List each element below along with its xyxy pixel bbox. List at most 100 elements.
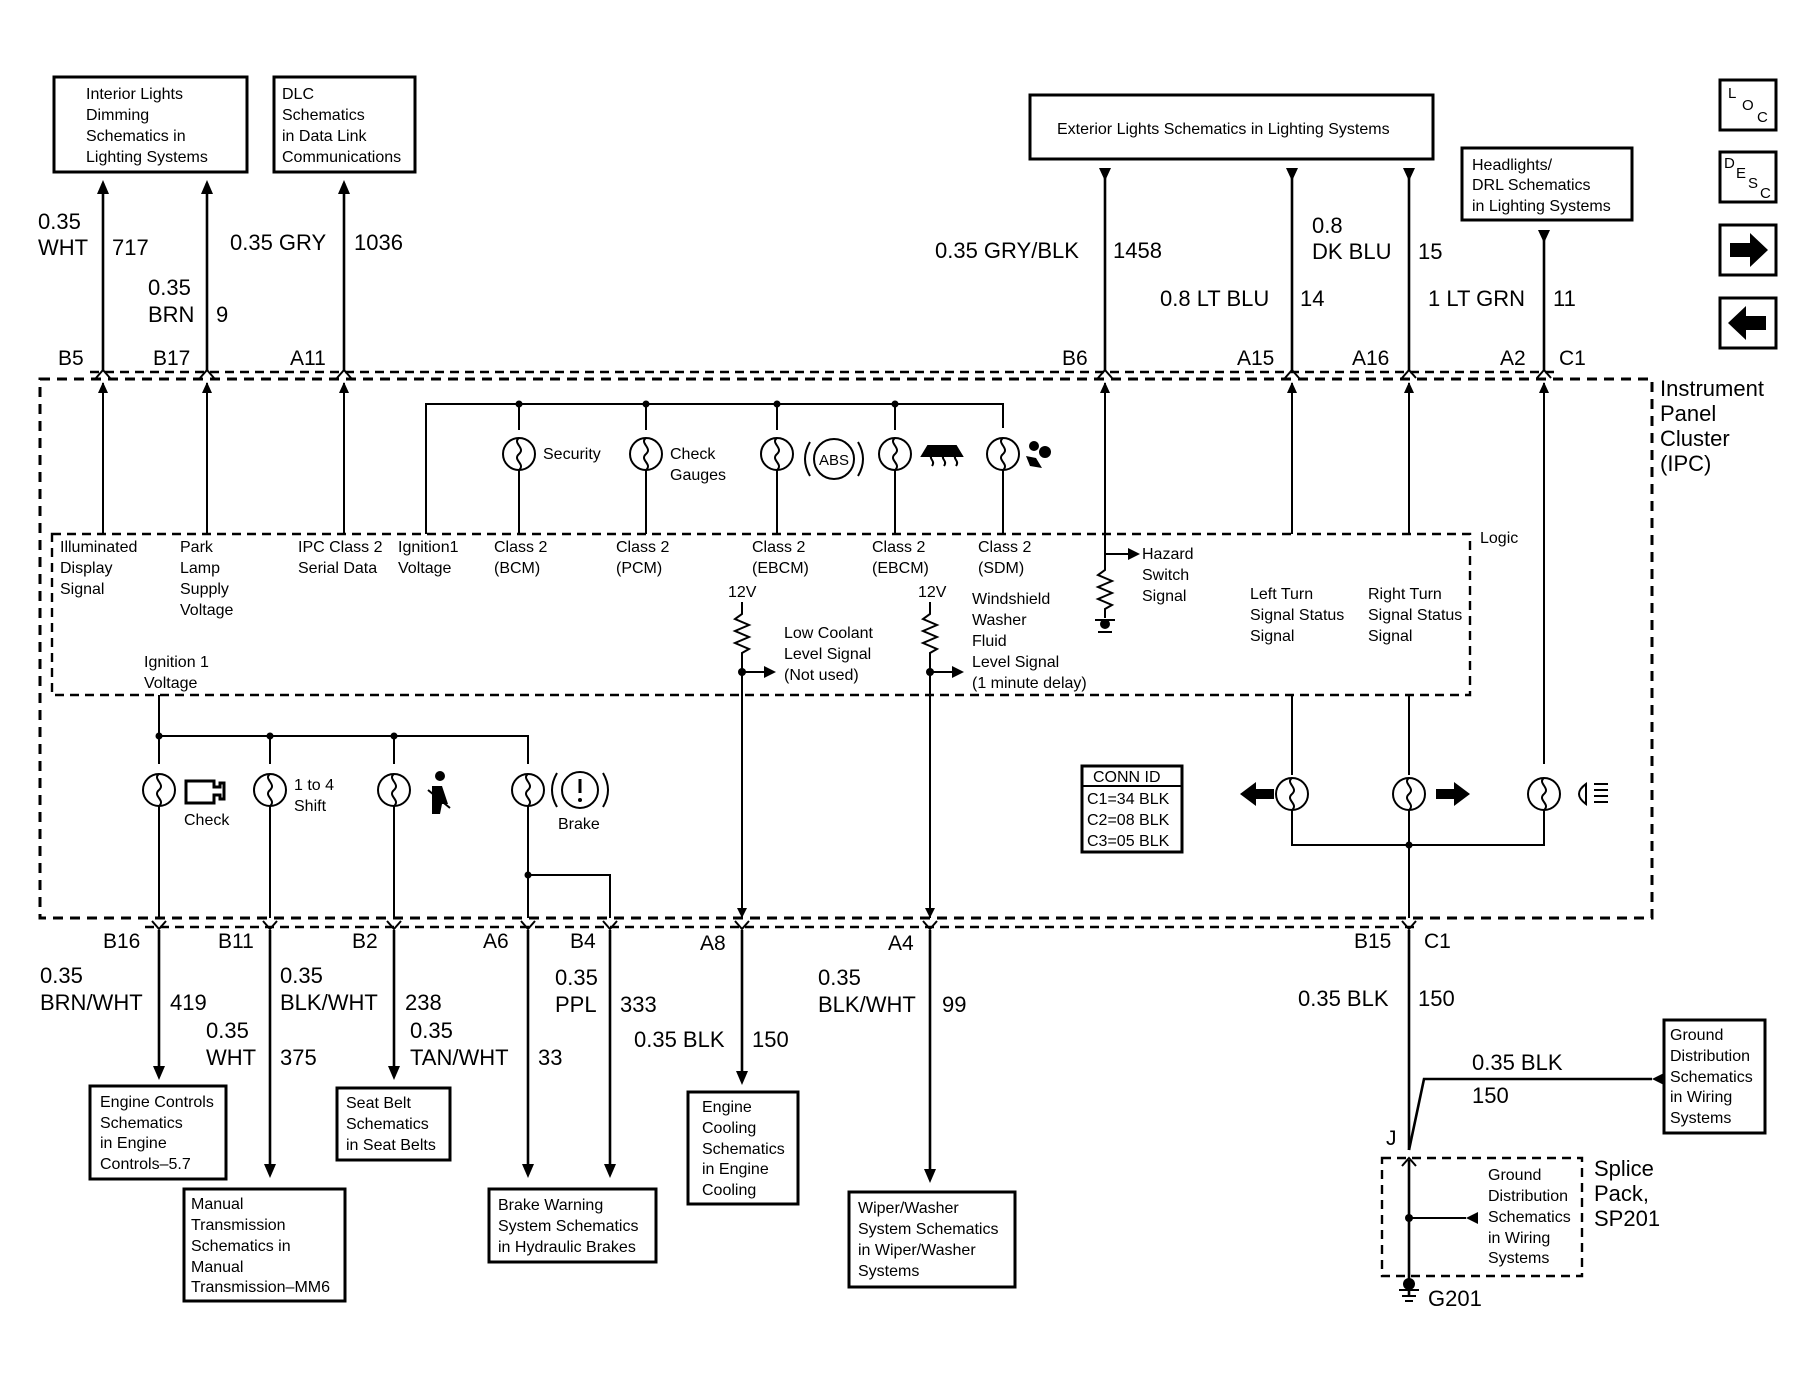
svg-text:Exterior Lights Schematics in: Exterior Lights Schematics in Lighting S… [1057,121,1390,138]
ipc-internal-top-wires [98,382,1549,764]
desc-button[interactable]: DESC [1718,150,1778,204]
svg-text:A6: A6 [483,930,509,953]
svg-text:333: 333 [620,992,657,1017]
svg-text:DESC: DESC [1724,155,1771,202]
svg-text:12V: 12V [918,584,947,601]
traction-indicator [878,437,964,534]
svg-text:12V: 12V [728,584,757,601]
logic-outline [50,532,1472,697]
security-indicator: Security [502,437,601,534]
abs-indicator: ABS [760,437,864,534]
brake-warning-icon [551,771,609,809]
svg-text:Class 2(EBCM): Class 2(EBCM) [752,539,809,577]
svg-text:C1: C1 [1424,930,1451,953]
wire-b15: B15 C1 0.35 BLK 150 [1298,930,1455,1150]
svg-text:0.8 LT BLU: 0.8 LT BLU [1160,286,1269,311]
ground-g201: G201 [1399,1278,1482,1311]
svg-text:0.35 BLK: 0.35 BLK [1298,986,1389,1011]
traction-control-icon [920,445,964,467]
svg-text:C1: C1 [1559,347,1586,370]
svg-text:B15: B15 [1354,930,1391,953]
svg-text:B4: B4 [570,930,596,953]
svg-text:A16: A16 [1352,347,1389,370]
svg-text:Class 2(BCM): Class 2(BCM) [494,539,547,577]
svg-text:B6: B6 [1062,347,1088,370]
hazard-switch-circuit [1095,548,1140,633]
wire-b6: 0.35 GRY/BLK 1458 B6 [935,168,1162,370]
wire-a11: 0.35 GRY 1036 A11 [230,180,403,370]
wire-a8: A8 0.35 BLK 150 [634,930,789,1085]
exterior-lights-box[interactable]: Exterior Lights Schematics in Lighting S… [1028,93,1435,161]
forward-arrow-button[interactable] [1718,223,1778,277]
svg-text:A2: A2 [1500,347,1526,370]
svg-text:717: 717 [112,235,149,260]
bottom-pin-chevrons [151,920,1417,931]
wire-a15: 0.8 LT BLU 14 A15 [1160,168,1324,370]
svg-text:0.35 BLK: 0.35 BLK [1472,1050,1563,1075]
ground-icon [1403,1278,1415,1290]
loc-button[interactable]: LOC [1718,78,1778,132]
svg-text:LOC: LOC [1728,85,1768,126]
svg-text:Brake: Brake [558,816,600,833]
ipc-outline [38,377,1654,920]
svg-text:A4: A4 [888,932,914,955]
svg-text:150: 150 [1472,1083,1509,1108]
airbag-icon [1026,441,1051,468]
svg-text:Class 2(EBCM): Class 2(EBCM) [872,539,929,577]
top-pin-chevrons [95,368,1552,379]
ground-wire-150: 0.35 BLK 150 [1407,1050,1664,1151]
svg-text:ABS: ABS [819,452,849,469]
svg-text:150: 150 [1418,986,1455,1011]
svg-text:11: 11 [1553,286,1576,311]
airbag-indicator [986,437,1051,534]
back-arrow-button[interactable] [1718,296,1778,350]
svg-text:0.8DK BLU: 0.8DK BLU [1312,213,1391,264]
turn-left-icon [1240,782,1274,806]
arrow-right-icon [1730,233,1768,267]
svg-text:A11: A11 [290,347,326,370]
svg-text:9: 9 [216,302,228,327]
svg-text:0.35 BLK: 0.35 BLK [634,1027,725,1052]
high-beam-icon [1578,782,1608,806]
svg-text:Class 2(PCM): Class 2(PCM) [616,539,669,577]
svg-text:0.35 GRY/BLK: 0.35 GRY/BLK [935,238,1079,263]
svg-text:Security: Security [543,446,601,463]
